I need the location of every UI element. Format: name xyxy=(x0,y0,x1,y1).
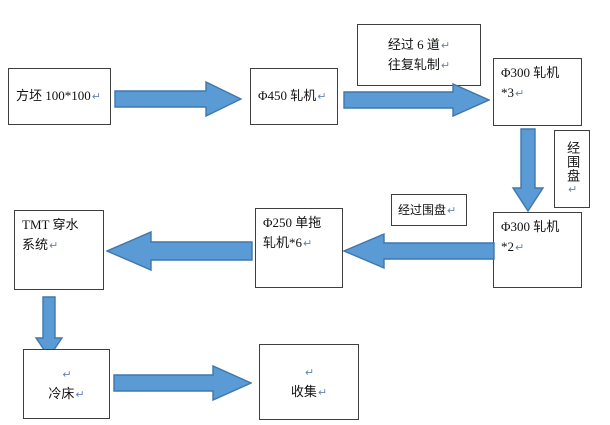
note-coil[interactable]: 经过围盘↵ xyxy=(391,194,467,226)
node-mill450-line1: Φ450 轧机↵ xyxy=(258,88,327,104)
node-mill300-x2-line2: *2↵ xyxy=(501,239,525,255)
note-six-pass-line2: 往复轧制↵ xyxy=(387,57,451,72)
node-billet[interactable]: 方坯 100*100↵ xyxy=(8,68,111,125)
node-collect-line2: 收集↵ xyxy=(290,384,328,399)
node-tmt[interactable]: TMT 穿水 系统↵ xyxy=(14,210,104,290)
pilcrow-mark: ↵ xyxy=(440,38,451,52)
arrow-tmt-to-coolbed xyxy=(34,296,64,358)
node-coolbed[interactable]: ↵ 冷床↵ xyxy=(23,349,110,419)
pilcrow-mark: ↵ xyxy=(304,365,315,379)
pilcrow-mark: ↵ xyxy=(317,90,327,104)
note-coil-vertical-text: 经围盘↵ xyxy=(565,141,581,197)
pilcrow-mark: ↵ xyxy=(75,388,85,401)
arrow-left-icon xyxy=(106,230,253,272)
pilcrow-mark: ↵ xyxy=(317,386,328,399)
node-tmt-line2: 系统↵ xyxy=(22,237,59,253)
arrow-right-icon xyxy=(343,82,490,118)
arrow-right-icon xyxy=(114,80,242,118)
pilcrow-mark: ↵ xyxy=(440,59,451,72)
note-coil-line1: 经过围盘↵ xyxy=(398,202,457,217)
node-collect-line1: ↵ xyxy=(304,362,314,382)
node-collect[interactable]: ↵ 收集↵ xyxy=(259,344,359,420)
arrow-mill450-to-mill300x3 xyxy=(343,82,490,118)
node-mill250-x6-line2: 轧机*6↵ xyxy=(263,235,313,251)
pilcrow-mark: ↵ xyxy=(303,237,313,251)
arrow-mill250x6-to-tmt xyxy=(106,230,253,272)
node-coolbed-line2: 冷床↵ xyxy=(48,386,85,401)
node-coolbed-line1: ↵ xyxy=(61,364,71,384)
pilcrow-mark: ↵ xyxy=(62,367,72,381)
node-mill300-x3-line2: *3↵ xyxy=(501,85,525,101)
note-coil-vertical[interactable]: 经围盘↵ xyxy=(554,130,590,208)
pilcrow-mark: ↵ xyxy=(447,203,457,217)
node-billet-line1: 方坯 100*100↵ xyxy=(16,88,101,104)
node-mill450[interactable]: Φ450 轧机↵ xyxy=(250,68,338,125)
arrow-down-icon xyxy=(34,296,64,358)
arrow-down-icon xyxy=(511,128,545,212)
arrow-mill300x3-to-mill300x2 xyxy=(511,128,545,212)
note-six-pass-line1: 经过 6 道↵ xyxy=(387,36,451,52)
node-mill300-x3[interactable]: Φ300 轧机 *3↵ xyxy=(493,58,582,126)
pilcrow-mark: ↵ xyxy=(515,87,525,101)
pilcrow-mark: ↵ xyxy=(515,241,525,255)
arrow-billet-to-mill450 xyxy=(114,80,242,118)
arrow-left-icon xyxy=(343,232,495,270)
arrow-mill300x2-to-mill250x6 xyxy=(343,232,495,270)
node-mill300-x3-line1: Φ300 轧机 xyxy=(501,65,560,80)
arrow-coolbed-to-collect xyxy=(113,364,252,402)
arrow-right-icon xyxy=(113,364,252,402)
node-tmt-line1: TMT 穿水 xyxy=(22,217,79,232)
node-mill250-x6-line1: Φ250 单拖 xyxy=(263,215,322,230)
node-mill300-x2[interactable]: Φ300 轧机 *2↵ xyxy=(493,212,582,288)
pilcrow-mark: ↵ xyxy=(49,239,59,253)
pilcrow-mark: ↵ xyxy=(91,90,101,104)
pilcrow-mark: ↵ xyxy=(566,183,580,197)
node-mill250-x6[interactable]: Φ250 单拖 轧机*6↵ xyxy=(255,208,343,288)
node-mill300-x2-line1: Φ300 轧机 xyxy=(501,219,560,234)
note-six-pass[interactable]: 经过 6 道↵ 往复轧制↵ xyxy=(357,24,481,86)
